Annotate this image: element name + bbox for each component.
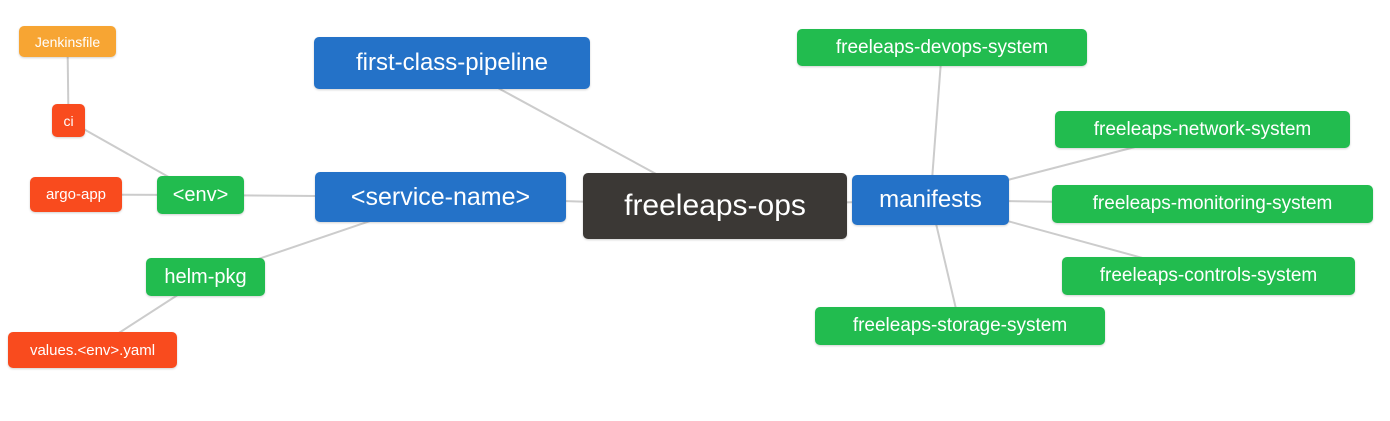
- node-jenkinsfile[interactable]: Jenkinsfile: [19, 26, 116, 57]
- node-values-env-yaml[interactable]: values.<env>.yaml: [8, 332, 177, 368]
- node-network-system[interactable]: freeleaps-network-system: [1055, 111, 1350, 148]
- node-service-name[interactable]: <service-name>: [315, 172, 566, 222]
- node-first-class-pipeline[interactable]: first-class-pipeline: [314, 37, 590, 89]
- node-monitoring-system[interactable]: freeleaps-monitoring-system: [1052, 185, 1373, 223]
- node-ci[interactable]: ci: [52, 104, 85, 137]
- node-helm-pkg[interactable]: helm-pkg: [146, 258, 265, 296]
- node-argo-app[interactable]: argo-app: [30, 177, 122, 212]
- node-freeleaps-ops[interactable]: freeleaps-ops: [583, 173, 847, 239]
- node-controls-system[interactable]: freeleaps-controls-system: [1062, 257, 1355, 295]
- node-manifests[interactable]: manifests: [852, 175, 1009, 225]
- node-env[interactable]: <env>: [157, 176, 244, 214]
- node-devops-system[interactable]: freeleaps-devops-system: [797, 29, 1087, 66]
- node-storage-system[interactable]: freeleaps-storage-system: [815, 307, 1105, 345]
